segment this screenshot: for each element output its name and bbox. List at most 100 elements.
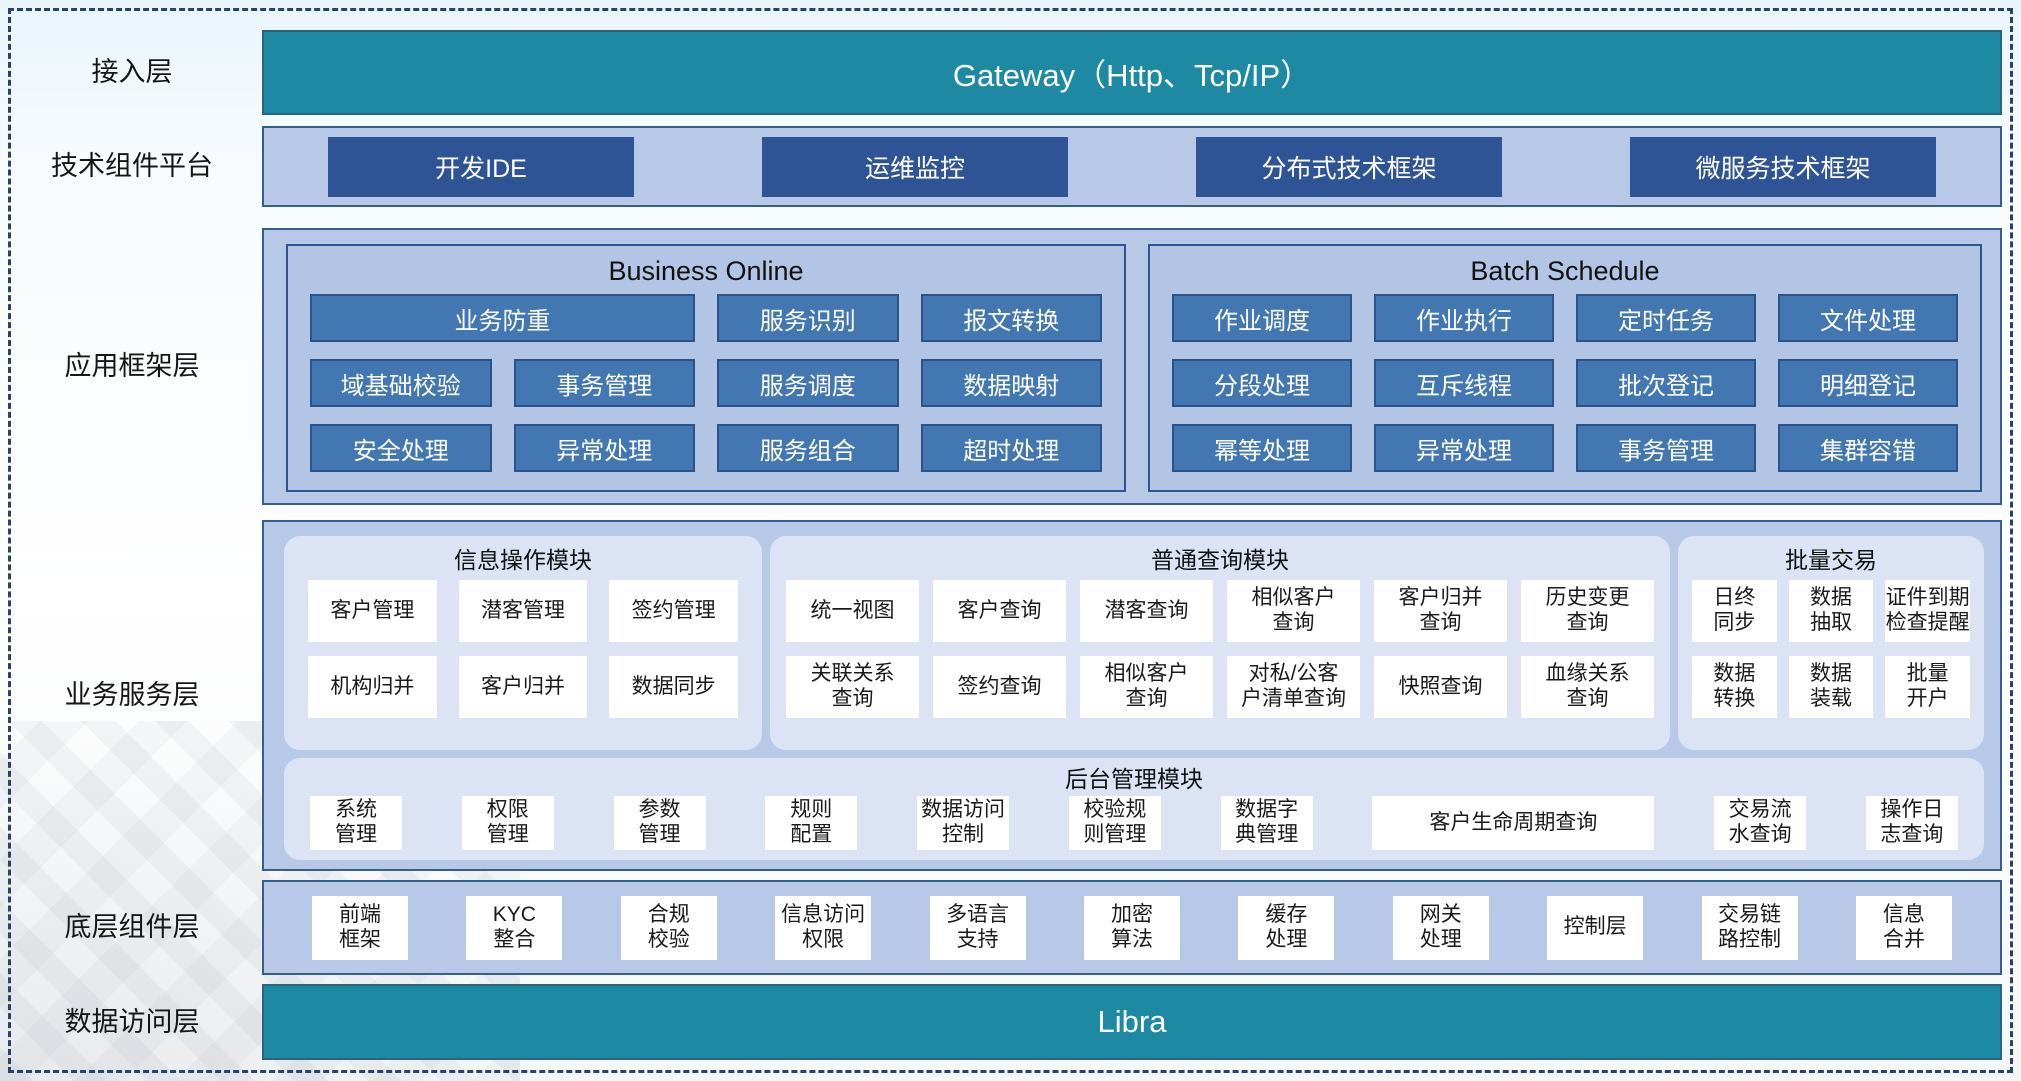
layer-label-base-components: 底层组件层 — [64, 912, 200, 942]
module-button: 数据 装载 — [1788, 656, 1874, 718]
admin-module-buttons: 系统 管理 权限 管理 参数 管理 规则 配置 数据访问 控制 校验规 则管理 数据字 典管… — [284, 796, 1984, 850]
tech-platform-panel: 开发IDE 运维监控 分布式技术框架 微服务技术框架 — [262, 126, 2002, 207]
admin-module-title: 后台管理模块 — [1065, 766, 1203, 792]
module-button: 历史变更 查询 — [1521, 580, 1654, 642]
layer-label-access: 接入层 — [91, 57, 173, 87]
framework-button: 报文转换 — [920, 294, 1102, 342]
component-button: 信息 合并 — [1855, 895, 1952, 960]
info-ops-module: 信息操作模块 客户管理潜客管理签约管理机构归并客户归并数据同步 — [284, 536, 762, 750]
framework-button: 服务识别 — [717, 294, 899, 342]
framework-button: 服务调度 — [717, 359, 899, 407]
module-button: 客户生命周期查询 — [1372, 796, 1655, 850]
module-button: 数据字 典管理 — [1220, 796, 1313, 850]
module-button: 客户归并 — [458, 656, 588, 718]
module-button: 数据同步 — [609, 656, 738, 718]
layer-label-data-access: 数据访问层 — [64, 1007, 200, 1037]
batch-schedule-title: Batch Schedule — [1470, 256, 1660, 286]
module-button: 相似客户 查询 — [1227, 580, 1360, 642]
gateway-bar: Gateway（Http、Tcp/IP） — [262, 30, 2002, 115]
framework-button: 幂等处理 — [1172, 424, 1352, 472]
module-button: 血缘关系 查询 — [1521, 656, 1654, 718]
component-button: 交易链 路控制 — [1701, 895, 1798, 960]
component-button: 多语言 支持 — [929, 895, 1026, 960]
component-button: 控制层 — [1547, 895, 1644, 960]
libra-bar: Libra — [262, 984, 2002, 1060]
framework-button: 事务管理 — [1576, 424, 1756, 472]
base-components-buttons: 前端 框架 KYC 整合合规 校验信息访问 权限多语言 支持加密 算法缓存 处理网… — [264, 882, 2000, 973]
component-button: 合规 校验 — [620, 895, 717, 960]
framework-button: 作业调度 — [1172, 294, 1352, 342]
module-button: 交易流 水查询 — [1714, 796, 1807, 850]
framework-button: 文件处理 — [1778, 294, 1958, 342]
framework-button: 作业执行 — [1374, 294, 1554, 342]
batch-schedule-buttons: 作业调度作业执行定时任务文件处理分段处理互斥线程批次登记明细登记幂等处理异常处理… — [1150, 292, 1980, 472]
module-button: 数据 抽取 — [1788, 580, 1874, 642]
module-button: 批量 开户 — [1885, 656, 1970, 718]
component-button: 缓存 处理 — [1238, 895, 1335, 960]
framework-button: 异常处理 — [1374, 424, 1554, 472]
tech-platform-button: 运维监控 — [762, 136, 1068, 197]
business-online-panel: Business Online 业务防重服务识别报文转换域基础校验事务管理服务调… — [286, 244, 1126, 492]
framework-button: 明细登记 — [1778, 359, 1958, 407]
framework-button: 超时处理 — [920, 424, 1102, 472]
module-button: 数据访问 控制 — [917, 796, 1010, 850]
framework-button: 分段处理 — [1172, 359, 1352, 407]
module-button: 客户归并 查询 — [1374, 580, 1507, 642]
admin-module: 后台管理模块 系统 管理 权限 管理 参数 管理 规则 配置 数据访问 控制 校验规 则管… — [284, 758, 1984, 860]
batch-trade-module: 批量交易 日终 同步数据 抽取证件到期 检查提醒数据 转换数据 装载批量 开户 — [1678, 536, 1984, 750]
batch-schedule-panel: Batch Schedule 作业调度作业执行定时任务文件处理分段处理互斥线程批… — [1148, 244, 1982, 492]
tech-platform-buttons: 开发IDE 运维监控 分布式技术框架 微服务技术框架 — [264, 128, 2000, 205]
info-ops-buttons: 客户管理潜客管理签约管理机构归并客户归并数据同步 — [284, 578, 762, 718]
framework-button: 批次登记 — [1576, 359, 1756, 407]
module-button: 统一视图 — [786, 580, 919, 642]
component-button: KYC 整合 — [466, 895, 563, 960]
module-button: 系统 管理 — [310, 796, 402, 850]
module-button: 参数 管理 — [613, 796, 706, 850]
query-module-title: 普通查询模块 — [1151, 547, 1289, 573]
framework-button: 事务管理 — [513, 359, 695, 407]
framework-button: 互斥线程 — [1374, 359, 1554, 407]
tech-platform-button: 微服务技术框架 — [1630, 136, 1936, 197]
batch-trade-buttons: 日终 同步数据 抽取证件到期 检查提醒数据 转换数据 装载批量 开户 — [1678, 578, 1984, 718]
framework-button: 集群容错 — [1778, 424, 1958, 472]
framework-button: 业务防重 — [310, 294, 695, 342]
component-button: 加密 算法 — [1083, 895, 1180, 960]
component-button: 网关 处理 — [1392, 895, 1489, 960]
business-service-panel: 信息操作模块 客户管理潜客管理签约管理机构归并客户归并数据同步 普通查询模块 统… — [262, 520, 2002, 871]
component-button: 信息访问 权限 — [775, 895, 872, 960]
query-module-buttons: 统一视图客户查询潜客查询相似客户 查询客户归并 查询历史变更 查询关联关系 查询… — [770, 578, 1670, 718]
base-components-panel: 前端 框架 KYC 整合合规 校验信息访问 权限多语言 支持加密 算法缓存 处理网… — [262, 880, 2002, 975]
component-button: 前端 框架 — [312, 895, 408, 960]
module-button: 潜客管理 — [458, 580, 588, 642]
module-button: 日终 同步 — [1692, 580, 1777, 642]
framework-button: 域基础校验 — [310, 359, 492, 407]
layer-label-tech-platform: 技术组件平台 — [51, 151, 213, 181]
framework-button: 定时任务 — [1576, 294, 1756, 342]
module-button: 签约查询 — [933, 656, 1066, 718]
app-framework-panel: Business Online 业务防重服务识别报文转换域基础校验事务管理服务调… — [262, 228, 2002, 505]
framework-button: 安全处理 — [310, 424, 492, 472]
module-button: 客户管理 — [308, 580, 437, 642]
info-ops-title: 信息操作模块 — [454, 547, 592, 573]
tech-platform-button: 开发IDE — [328, 136, 634, 197]
module-button: 客户查询 — [933, 580, 1066, 642]
framework-button: 数据映射 — [920, 359, 1102, 407]
module-button: 签约管理 — [609, 580, 738, 642]
module-button: 相似客户 查询 — [1080, 656, 1213, 718]
module-button: 权限 管理 — [461, 796, 554, 850]
layer-label-app-framework: 应用框架层 — [64, 351, 200, 381]
module-button: 证件到期 检查提醒 — [1885, 580, 1970, 642]
module-button: 潜客查询 — [1080, 580, 1213, 642]
module-button: 对私/公客 户清单查询 — [1227, 656, 1360, 718]
module-button: 数据 转换 — [1692, 656, 1777, 718]
business-online-buttons: 业务防重服务识别报文转换域基础校验事务管理服务调度数据映射安全处理异常处理服务组… — [288, 292, 1124, 472]
module-button: 关联关系 查询 — [786, 656, 919, 718]
tech-platform-button: 分布式技术框架 — [1196, 136, 1502, 197]
layer-label-business-service: 业务服务层 — [64, 680, 200, 710]
batch-trade-title: 批量交易 — [1785, 547, 1877, 573]
module-button: 机构归并 — [308, 656, 437, 718]
module-button: 校验规 则管理 — [1068, 796, 1161, 850]
module-button: 快照查询 — [1374, 656, 1507, 718]
module-button: 规则 配置 — [765, 796, 858, 850]
